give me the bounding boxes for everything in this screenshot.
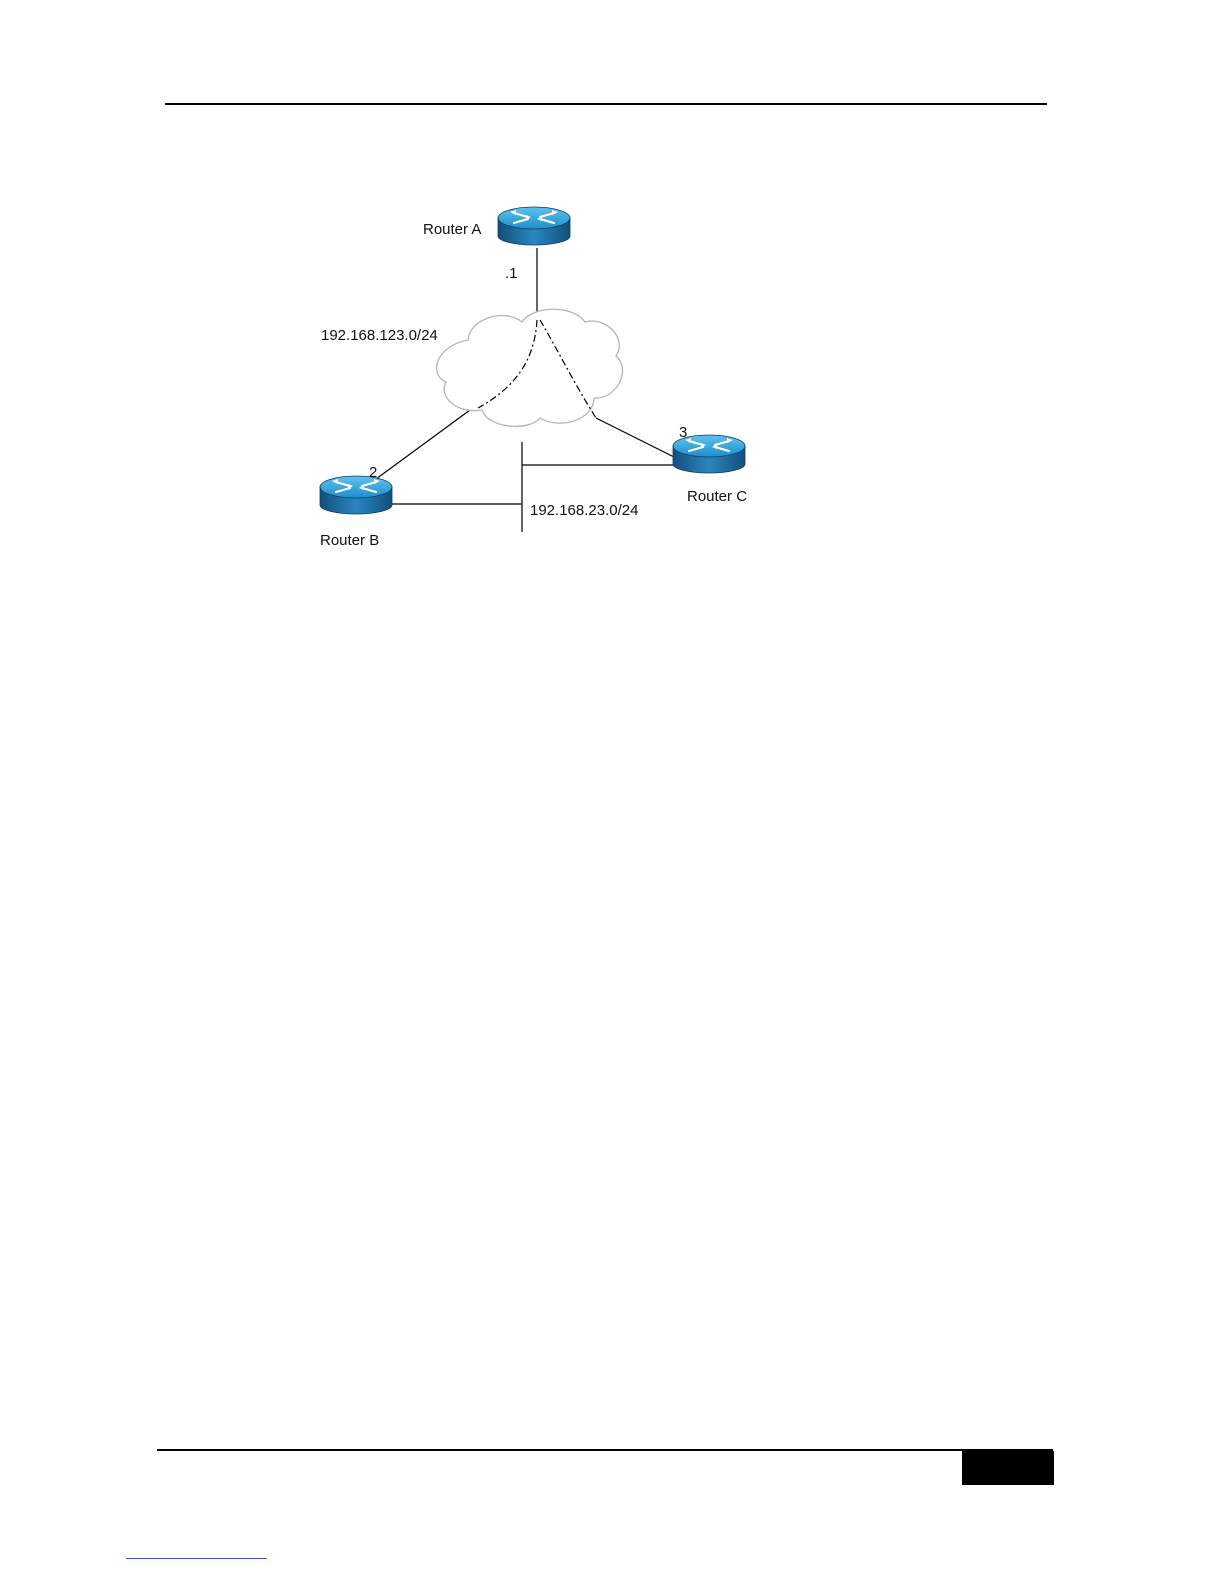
router-c-interface-label: 3 <box>679 424 687 441</box>
link-router-b-cloud <box>372 410 470 482</box>
router-a-label: Router A <box>423 221 481 238</box>
cloud-icon <box>437 309 623 426</box>
lan-network-label: 192.168.23.0/24 <box>530 502 638 519</box>
router-b-label: Router B <box>320 532 379 549</box>
footer-link-underline[interactable] <box>126 1558 267 1559</box>
router-a-icon <box>498 207 570 245</box>
cloud-network-label: 192.168.123.0/24 <box>321 327 438 344</box>
footer-rule <box>157 1449 1053 1451</box>
router-b-interface-label: 2 <box>369 464 377 481</box>
router-b-icon <box>320 476 392 514</box>
router-a-interface-label: .1 <box>505 265 518 282</box>
router-c-label: Router C <box>687 488 747 505</box>
page-number-box <box>962 1451 1054 1485</box>
link-router-c-cloud <box>596 418 676 458</box>
